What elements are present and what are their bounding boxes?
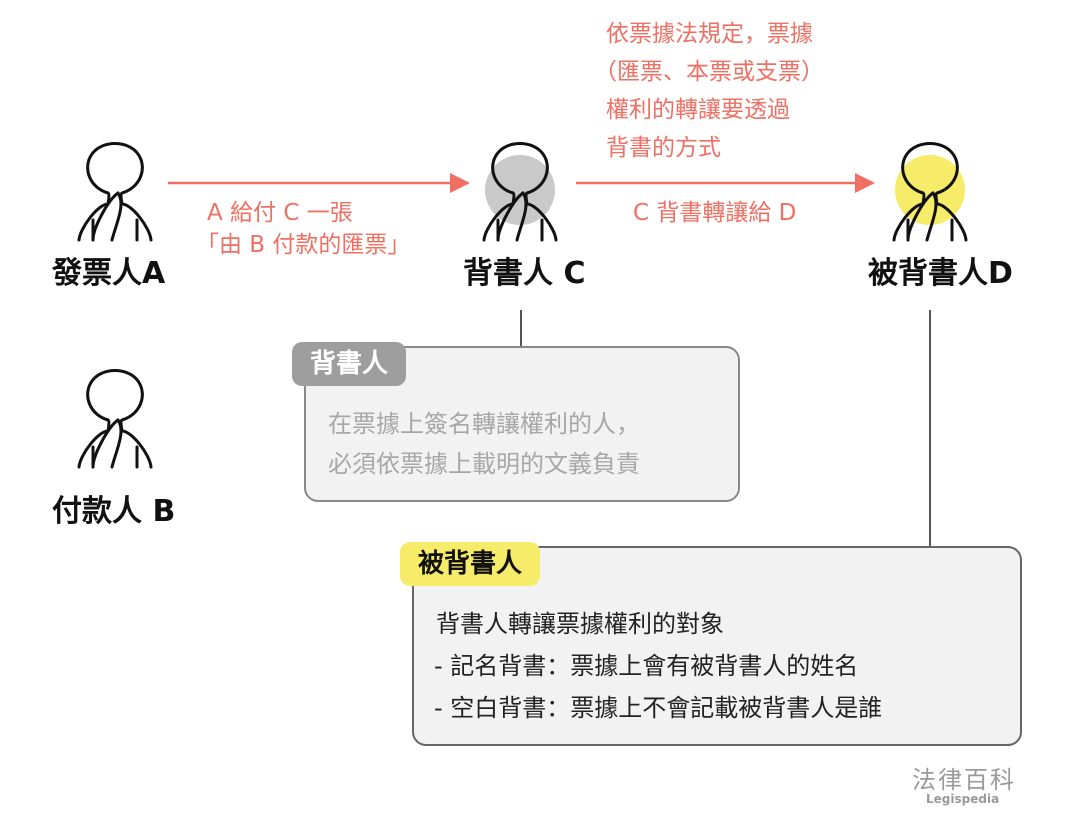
endorsee-highlight [895,155,965,225]
watermark-subtitle: Legispedia [926,792,1000,806]
note-line-1: 依票據法規定，票據 [606,21,813,47]
endorsee-callout-line-3: - 空白背書：票據上不會記載被背書人是誰 [434,694,883,722]
endorsee-callout-line-1: 背書人轉讓票據權利的對象 [436,610,724,638]
arrow-a-to-c-label-line-2: 「由 B 付款的匯票」 [196,232,411,258]
endorser-label: 背書人 C [463,256,586,291]
endorser-highlight [485,155,555,225]
arrow-c-to-d-label: C 背書轉讓給 D [633,200,797,226]
note-line-3: 權利的轉讓要透過 [606,97,790,123]
drawer-label: 發票人A [52,256,166,291]
endorsee-label: 被背書人D [868,256,1013,291]
note-line-4: 背書的方式 [606,135,721,161]
endorsee-callout-tag: 被背書人 [400,542,541,586]
arrow-a-to-c-label-line-1: A 給付 C 一張 [207,200,353,226]
payer-person-icon [77,363,153,469]
note-line-2: （匯票、本票或支票） [594,59,824,85]
watermark-title: 法律百科 [912,766,1016,794]
endorser-callout: 背書人 在票據上簽名轉讓權利的人， 必須依票據上載明的文義負責 [292,342,740,502]
endorser-callout-tag: 背書人 [292,342,407,386]
endorsee-callout: 被背書人 背書人轉讓票據權利的對象 - 記名背書：票據上會有被背書人的姓名 - … [400,542,1022,746]
endorser-callout-line-2: 必須依票據上載明的文義負責 [328,450,640,478]
payer-label: 付款人 B [52,494,176,529]
endorser-callout-line-1: 在票據上簽名轉讓權利的人， [328,410,640,438]
endorsee-callout-line-2: - 記名背書：票據上會有被背書人的姓名 [434,652,859,680]
drawer-person-icon [77,136,153,242]
